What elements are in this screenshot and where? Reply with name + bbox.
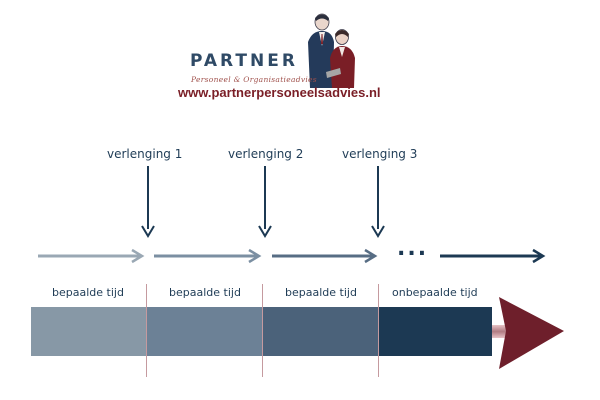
period-label-4: onbepaalde tijd xyxy=(392,286,478,299)
brand-name: PARTNER xyxy=(190,51,298,71)
down-arrow-icon xyxy=(371,166,385,238)
right-arrow-icon xyxy=(440,248,546,264)
partner-logo-figures-icon xyxy=(308,13,355,88)
period-label-3: bepaalde tijd xyxy=(285,286,357,299)
period-divider xyxy=(262,284,263,377)
period-label-2: bepaalde tijd xyxy=(169,286,241,299)
down-arrow-icon xyxy=(141,166,155,238)
contract-segment-3 xyxy=(262,307,378,356)
brand-tagline: Personeel & Organisatieadvies xyxy=(191,75,317,84)
right-arrow-icon xyxy=(38,248,145,264)
extension-label-1: verlenging 1 xyxy=(107,147,183,161)
contract-segment-2 xyxy=(146,307,262,356)
period-label-1: bepaalde tijd xyxy=(52,286,124,299)
right-arrow-icon xyxy=(272,248,378,264)
ellipsis: ... xyxy=(397,236,429,261)
contract-segment-4 xyxy=(378,307,492,356)
period-divider xyxy=(146,284,147,377)
right-arrow-icon xyxy=(154,248,262,264)
big-right-arrow-icon xyxy=(490,297,564,369)
down-arrow-icon xyxy=(258,166,272,238)
extension-label-2: verlenging 2 xyxy=(228,147,304,161)
brand-url: www.partnerpersoneelsadvies.nl xyxy=(178,85,381,100)
contract-segment-1 xyxy=(31,307,146,356)
period-divider xyxy=(378,284,379,377)
extension-label-3: verlenging 3 xyxy=(342,147,418,161)
